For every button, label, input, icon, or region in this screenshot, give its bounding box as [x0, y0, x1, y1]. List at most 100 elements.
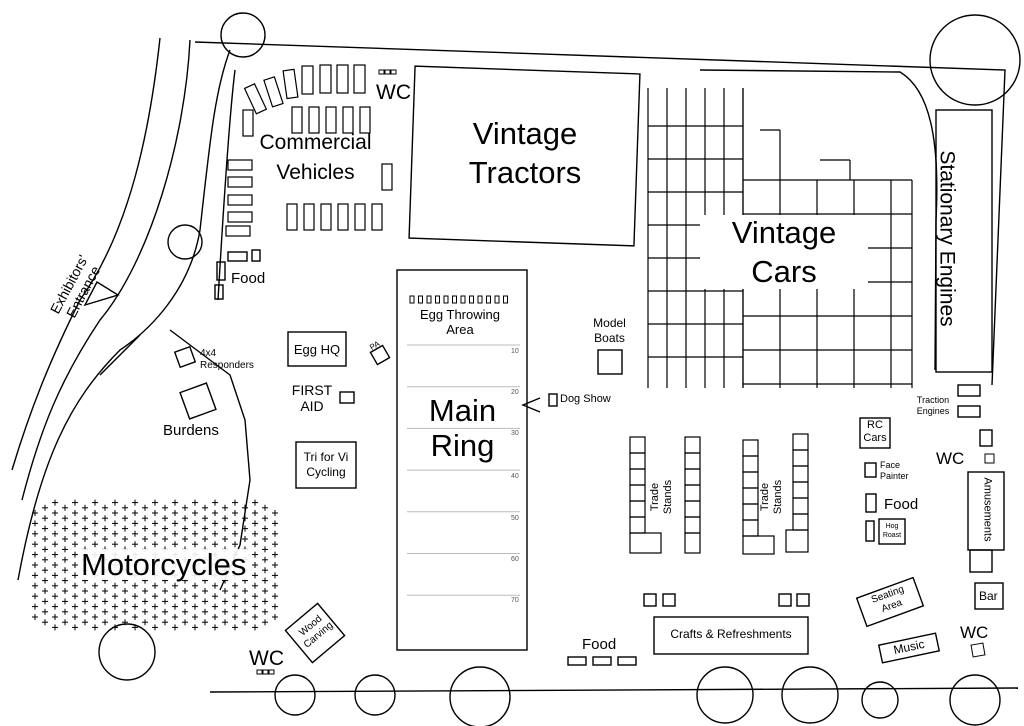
food-stall — [251, 249, 261, 262]
dog-show-label: Dog Show — [560, 393, 611, 405]
wc-cubicle-icon — [984, 453, 995, 464]
traction-engines-line1: Traction — [916, 395, 950, 405]
tree-circle — [696, 666, 754, 724]
vehicle-pitch — [227, 211, 253, 223]
seating-area-box — [855, 576, 925, 628]
trade-stand-pitch — [684, 468, 701, 486]
wc-cubicle-icon — [262, 669, 269, 675]
wc-right-box — [979, 429, 993, 447]
trade-stand-pitch — [792, 449, 809, 467]
amusements-label: Amusements — [981, 477, 994, 542]
trade-stand-pitch — [684, 452, 701, 470]
vehicle-pitch — [337, 203, 349, 231]
food-label-bottom: Food — [582, 636, 617, 653]
rc-cars-line1: RC — [867, 419, 883, 431]
wc-icons — [256, 69, 995, 675]
music-box — [877, 632, 941, 664]
stall-box — [778, 593, 792, 607]
main-ring-line1: Main — [428, 393, 497, 428]
trade-stand-pitch — [684, 500, 701, 518]
food-right-box — [865, 493, 877, 513]
tree-circle — [354, 674, 396, 716]
vehicle-pitch — [354, 203, 366, 231]
egg-throw-slot — [460, 295, 466, 304]
egg-throw-slot — [469, 295, 474, 304]
vehicle-pitch — [319, 64, 332, 94]
trade-stand-pitch — [742, 439, 759, 457]
tree-circle — [274, 674, 316, 716]
first-aid-line2: AID — [300, 398, 324, 414]
egg-throw-slot — [486, 295, 491, 304]
trade-stand-pitch — [629, 436, 646, 454]
wc-cubicle-icon — [390, 69, 397, 75]
bar-label: Bar — [979, 589, 998, 603]
egg-hq-box — [287, 331, 347, 367]
commercial-vehicle-pitches — [225, 64, 393, 237]
vintage-cars-line2: Cars — [751, 254, 817, 289]
first-aid-box — [339, 391, 355, 404]
hog-roast-line2: Roast — [882, 532, 902, 539]
food-stall — [617, 656, 637, 666]
tree-circle — [98, 623, 156, 681]
tri-for-vi-line2: Cycling — [306, 465, 346, 479]
egg-throw-slot — [503, 295, 508, 304]
burdens-label: Burdens — [163, 422, 219, 439]
vintage-tractors-area — [408, 65, 641, 247]
trade-stand-pitch — [792, 433, 809, 451]
burdens-box — [179, 382, 217, 420]
traction-engine-box — [957, 384, 981, 397]
vehicle-pitch — [227, 176, 253, 188]
hog-roast-side-box — [865, 520, 875, 542]
wc-cubicle-icon — [384, 69, 391, 75]
egg-throwing-line2: Area — [446, 322, 474, 337]
vehicle-pitch — [320, 203, 332, 231]
food-stall — [567, 656, 587, 666]
egg-throw-slot — [477, 295, 483, 304]
tri-for-vi-box — [295, 441, 357, 489]
ring-marker-40: 40 — [511, 473, 519, 480]
trade-stand-pitch — [629, 452, 646, 470]
trade-stand-pitch — [742, 487, 759, 505]
vehicle-pitch — [342, 106, 354, 134]
vehicle-pitch — [353, 64, 366, 94]
trade-stand-pitch — [684, 516, 701, 534]
ring-marker-50: 50 — [511, 515, 519, 522]
road-edge-inner — [17, 49, 231, 581]
tri-for-vi-label: Tri for Vi Cycling — [296, 451, 356, 478]
model-boats-line1: Model — [593, 316, 626, 330]
stationary-engines-label: Stationary Engines — [935, 150, 959, 327]
field-boundary-top-right — [194, 41, 1006, 386]
stall-box — [643, 593, 657, 607]
hog-roast-line1: Hog — [885, 523, 899, 530]
ring-marker-60: 60 — [511, 556, 519, 563]
egg-throw-slot — [409, 295, 415, 304]
commercial-vehicles-label: Commercial Vehicles — [238, 132, 393, 183]
entrance-arrow-icon — [83, 281, 120, 307]
egg-throw-slot — [418, 295, 423, 304]
trade-stand-pitch — [629, 532, 662, 554]
vintage-cars-label: Vintage Cars — [700, 215, 868, 289]
wc-label-bottom-right: WC — [960, 623, 989, 642]
egg-throw-slot — [452, 295, 457, 304]
hog-roast-box — [878, 518, 906, 545]
trade-stand-pitch — [742, 535, 775, 555]
model-boats-box — [597, 349, 623, 375]
wc-cubicle-icon — [256, 669, 263, 675]
vehicle-pitch — [371, 203, 383, 231]
tree-circle — [949, 674, 1001, 726]
main-ring-area — [396, 269, 528, 651]
trade-stand-pitch — [742, 503, 759, 521]
face-painter-line2: Painter — [880, 471, 909, 481]
trade-stand-pitch — [629, 468, 646, 486]
vintage-tractors-line1: Vintage — [472, 116, 578, 151]
responders-label: 4x4 Responders — [200, 349, 254, 371]
trade-stand-pitch — [742, 471, 759, 489]
trade-stand-pitch — [629, 516, 646, 534]
egg-throwing-label: Egg Throwing Area — [405, 308, 515, 336]
trade-stands-left-line2: Stands — [662, 479, 674, 515]
commercial-vehicles-line2: Vehicles — [276, 161, 355, 184]
ring-marker-70: 70 — [511, 597, 519, 604]
trade-stand-pitch — [742, 455, 759, 473]
vehicle-pitch — [242, 109, 254, 137]
